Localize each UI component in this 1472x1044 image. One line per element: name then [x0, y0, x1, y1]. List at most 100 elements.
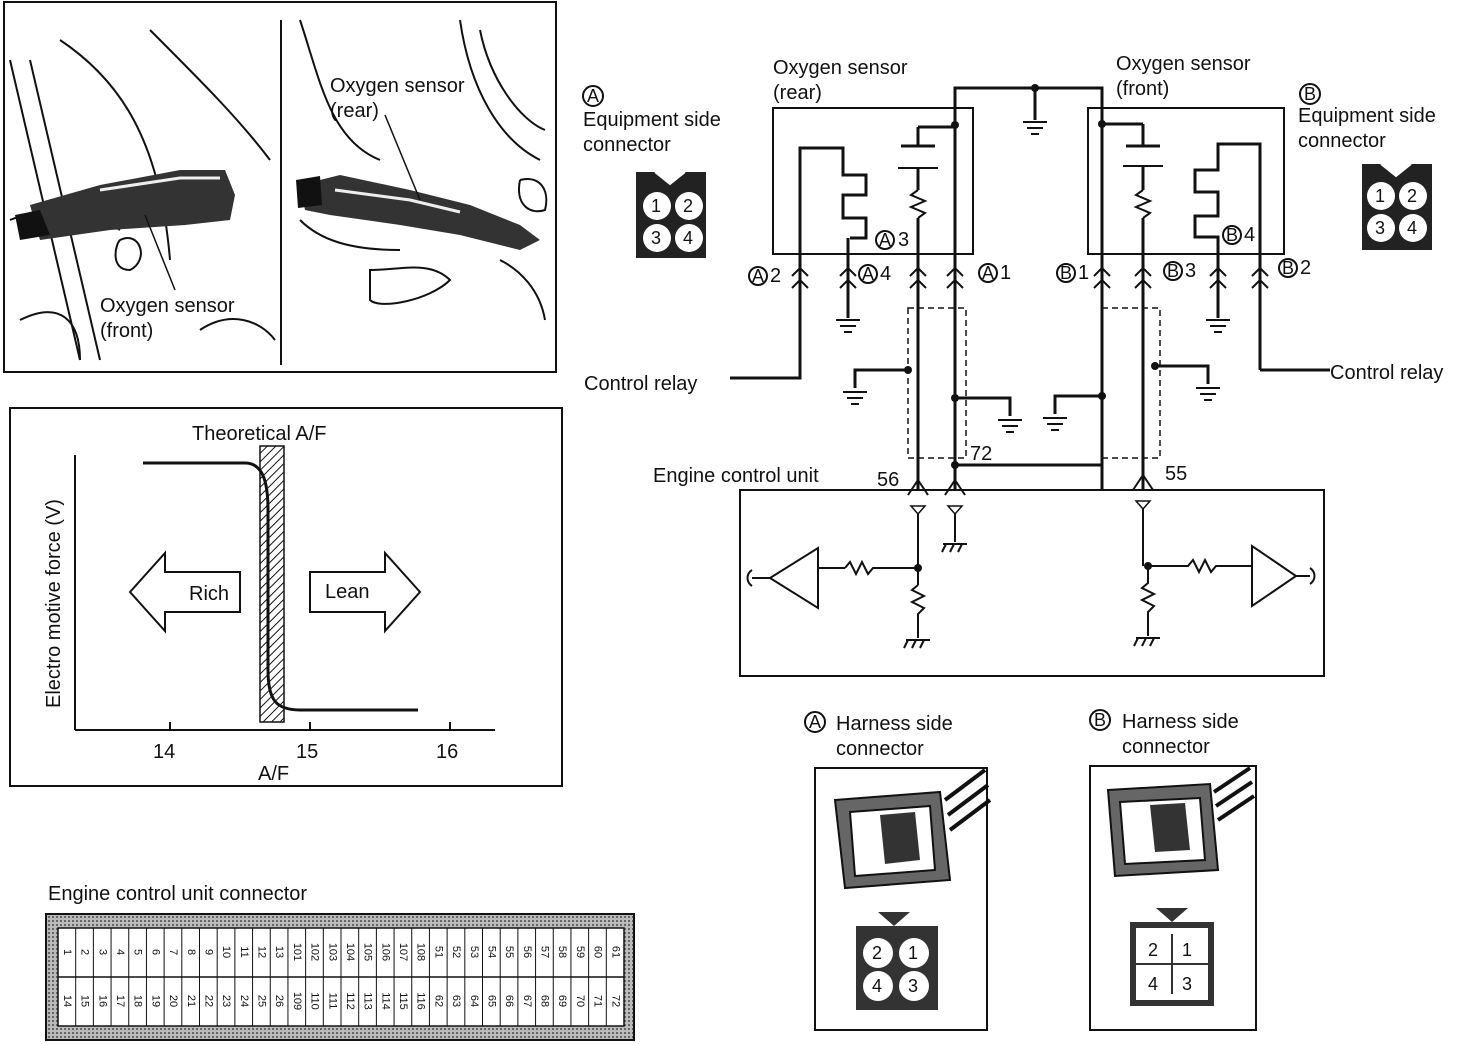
harness-a-pin-1: 1 [908, 943, 918, 963]
harness-a-label: Harness side [836, 713, 953, 735]
theoretical-af-label: Theoretical A/F [192, 423, 327, 445]
harness-b-pin-2: 2 [1148, 940, 1158, 960]
harness-b-pinout: 2 1 4 3 [1130, 908, 1214, 1006]
shield-ground-4 [1196, 387, 1220, 401]
harness-b-plug-sketch [1106, 766, 1256, 878]
ecu-pin-label: 67 [521, 995, 533, 1007]
badge-a-harness-text: A [809, 712, 821, 732]
ecu-terminal-arrows [907, 473, 1154, 496]
ecu-label: Engine control unit [653, 465, 819, 487]
pin-label-a4: 4 [880, 263, 891, 285]
front-resistor [1133, 189, 1153, 219]
ecu-connector-title: Engine control unit connector [48, 883, 307, 905]
harness-b-pin-3: 3 [1182, 974, 1192, 994]
ecu-front-input-resistor [1148, 557, 1252, 575]
ecu-pin-label: 59 [574, 946, 586, 958]
equip-a-label-sub: connector [583, 134, 671, 156]
harness-b-label: Harness side [1122, 711, 1239, 733]
rear-sensor-leader [384, 114, 421, 201]
svg-text:B: B [1167, 261, 1179, 281]
equip-b-label-sub: connector [1298, 130, 1386, 152]
ecu-pin-label: 116 [415, 992, 427, 1010]
y-axis-label: Electro motive force (V) [43, 499, 65, 708]
terminal-55-label: 55 [1165, 463, 1187, 485]
rich-arrow [128, 550, 241, 634]
ecu-pin-label: 8 [185, 949, 197, 955]
pin-label-a2: 2 [770, 265, 781, 287]
front-sensor-label-sub: (front) [100, 320, 153, 342]
ecu-pin-label: 17 [114, 995, 126, 1007]
connector-chevron [1251, 266, 1269, 277]
ecu-pin-label: 106 [379, 943, 391, 961]
ecu-pin-label: 58 [556, 946, 568, 958]
control-relay-right-label: Control relay [1330, 362, 1443, 384]
ecu-pin-label: 61 [609, 946, 621, 958]
equip-a-label: Equipment side [583, 109, 721, 131]
ecu-pin-label: 21 [185, 995, 197, 1007]
equip-a-pin-3: 3 [651, 228, 661, 248]
ecu-pin-label: 18 [132, 995, 144, 1007]
ecu-pin-label: 15 [79, 995, 91, 1007]
ecu-pin-label: 109 [291, 992, 303, 1010]
connector-chevron [1251, 278, 1269, 289]
ecu-pin-label: 65 [485, 995, 497, 1007]
rear-resistor [908, 189, 928, 219]
x-axis-label: A/F [258, 763, 289, 785]
ecu-pin-label: 10 [220, 946, 232, 958]
equip-b-connector-icon: 1 2 3 4 [1362, 163, 1432, 250]
front-sensor-body [15, 170, 235, 240]
ecu-pin-label: 22 [202, 995, 214, 1007]
harness-b-label-sub: connector [1122, 736, 1210, 758]
ecu-pin-label: 111 [326, 993, 338, 1010]
ecu-pin-label: 70 [574, 995, 586, 1007]
equip-a-pin-2: 2 [683, 196, 693, 216]
shield-ground-1 [843, 391, 867, 405]
ecu-connector: Engine control unit connector 1142153164… [45, 883, 635, 1041]
ecu-pin-label: 54 [485, 946, 497, 958]
terminal-56-label: 56 [877, 469, 899, 491]
ecu-pin-label: 19 [149, 995, 161, 1007]
ecu-pin-label: 105 [362, 943, 374, 961]
ecu-pin-label: 3 [96, 949, 108, 955]
pin-labels: A 2 A 4 A 3 A 1 B 1 B 3 B 4 B 2 [748, 224, 1311, 287]
svg-text:B: B [1060, 263, 1072, 283]
connector-chevron [1209, 266, 1227, 277]
pin-label-b3: 3 [1185, 260, 1196, 282]
ecu-pin-label: 23 [220, 995, 232, 1007]
connector-chevron [1134, 278, 1152, 289]
harness-a: A Harness side connector 2 1 4 3 [804, 711, 992, 1031]
ecu-pin-label: 71 [592, 995, 604, 1007]
rear-shield [907, 307, 967, 459]
badge-a-equip [582, 85, 604, 107]
ecu-pin-label: 53 [468, 946, 480, 958]
equip-a-pin-1: 1 [651, 196, 661, 216]
ecu-pin-label: 56 [521, 946, 533, 958]
pin-label-b2: 2 [1300, 257, 1311, 279]
connector-chevron [1134, 266, 1152, 277]
rich-label: Rich [189, 583, 229, 605]
ecu-pin-label: 12 [256, 946, 268, 958]
x-tick-label-14: 14 [153, 741, 175, 763]
equip-a-pin-4: 4 [683, 228, 693, 248]
pin-label-b4: 4 [1244, 224, 1255, 246]
rear-heater-ground [836, 319, 860, 333]
ecu-pin-label: 57 [539, 946, 551, 958]
ecu-internal-circuit [746, 500, 1316, 649]
connector-chevron [839, 266, 857, 277]
sensor-front-label-sub: (front) [1116, 78, 1169, 100]
ecu-rear-pulldown-resistor [909, 584, 927, 638]
ecu-front-amplifier [1251, 544, 1298, 608]
connector-chevron [1093, 266, 1111, 277]
harness-b-pin-1: 1 [1182, 940, 1192, 960]
shield-ground-2 [998, 419, 1022, 433]
ecu-pin-label: 11 [238, 946, 250, 957]
rear-sensor-sketch [299, 19, 548, 321]
front-heater-element [1193, 142, 1262, 370]
ecu-pin-label: 104 [344, 943, 356, 961]
harness-b-frame [1089, 765, 1257, 1031]
harness-a-pinout: 2 1 4 3 [856, 912, 938, 1010]
equip-a-connector-icon: 1 2 3 4 [636, 171, 706, 258]
ecu-cells: 1142153164175186197208219221023112412251… [61, 928, 621, 1026]
equip-b-pin-3: 3 [1375, 218, 1385, 238]
